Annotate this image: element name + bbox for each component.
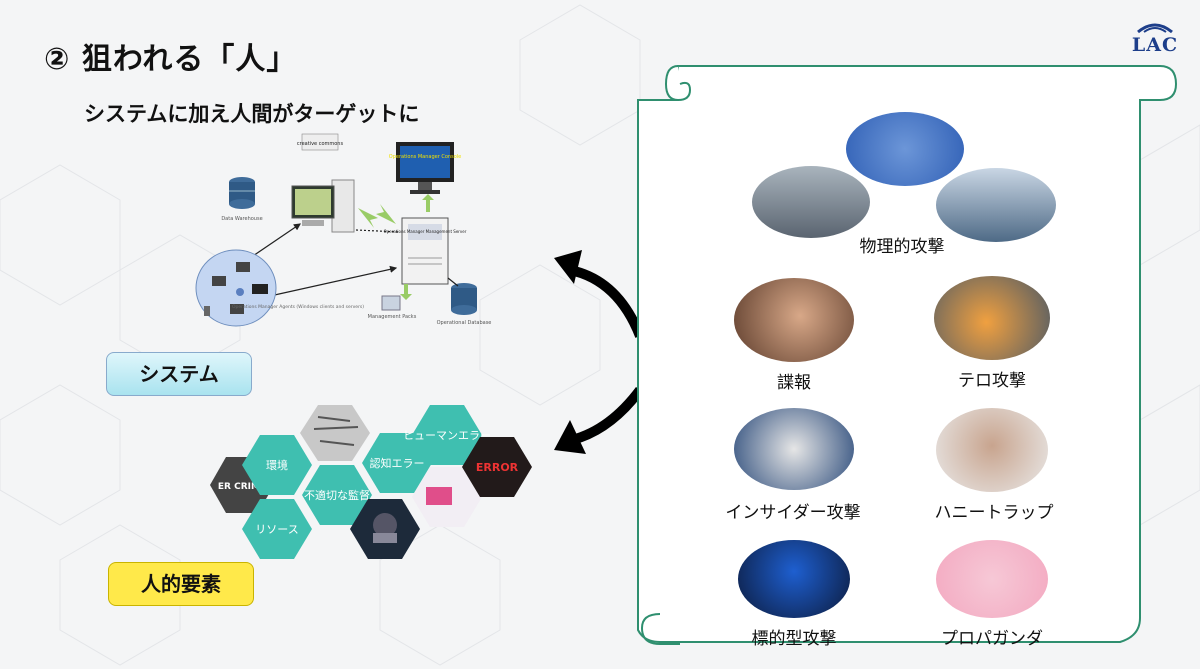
operational-database-label: Operational Database (437, 320, 492, 326)
logo-text: LAC (1131, 34, 1179, 56)
slide-title: ② 狙われる「人」 (44, 42, 298, 77)
human-factors-hex-cluster: ER CRIME 環境 リソース 不適切な監督 認知エラー ヒューマンエラー E… (210, 405, 532, 559)
hex-resources-text: リソース (255, 523, 298, 536)
hex-inadequate-supervision: 不適切な監督 (302, 465, 372, 525)
system-network-diagram: creative commons Data Warehouse Operatio… (195, 133, 492, 327)
curved-arrows (554, 250, 645, 454)
espionage-image (734, 278, 854, 362)
physical-attack-image-jets (846, 112, 964, 186)
caption-propaganda: プロパガンダ (941, 629, 1043, 649)
hex-cognitive-error: 認知エラー (362, 433, 432, 493)
data-warehouse-label: Data Warehouse (221, 216, 262, 222)
human-factors-label-box: 人的要素 (108, 562, 254, 606)
sync-arrows-icon (358, 204, 396, 228)
agents-label: Operations Manager Agents (Windows clien… (232, 304, 364, 310)
caption-honeytrap: ハニートラップ (934, 503, 1054, 523)
honeytrap-image (936, 408, 1048, 492)
up-arrow-icon (422, 194, 434, 212)
caption-espionage: 諜報 (777, 373, 811, 393)
propaganda-image (936, 540, 1048, 618)
caption-insider-attack: インサイダー攻撃 (725, 503, 861, 523)
insider-attack-image (734, 408, 854, 490)
slide-subtitle: システムに加え人間がターゲットに (84, 102, 420, 126)
management-server-icon (401, 217, 449, 285)
reporting-server-icon (291, 179, 355, 233)
targeted-attack-image (738, 540, 850, 618)
hex-phishing-image (412, 467, 482, 527)
operational-database-icon (451, 283, 477, 315)
hex-error-text: ERROR (476, 461, 519, 474)
lac-logo-icon (1137, 23, 1173, 34)
server-main-label: Operations Manager Management Server (384, 229, 467, 234)
hex-environment-text: 環境 (266, 458, 288, 472)
hex-error-image: ERROR (462, 437, 532, 497)
hex-noise-image (300, 405, 370, 461)
system-label-box: システム (106, 352, 252, 396)
hex-resources: リソース (242, 499, 312, 559)
agents-network-icon (195, 249, 277, 327)
hex-environment: 環境 (242, 435, 312, 495)
arrow-to-human-icon (570, 386, 644, 445)
caption-physical-attack: 物理的攻撃 (859, 237, 945, 257)
operations-console-icon (396, 142, 454, 194)
management-packs-label: Management Packs (368, 314, 417, 320)
caption-terror-attack: テロ攻撃 (958, 371, 1026, 391)
terror-attack-image (934, 276, 1050, 360)
caption-targeted-attack: 標的型攻撃 (751, 629, 837, 649)
hex-er-crime-text: ER CRIME (218, 482, 266, 492)
hex-supervision-text: 不適切な監督 (304, 488, 370, 502)
hex-human-error: ヒューマンエラー (403, 405, 491, 465)
physical-attack-image-tanks (752, 166, 870, 238)
hex-human-error-text: ヒューマンエラー (403, 429, 491, 442)
creative-commons-badge: creative commons (297, 133, 344, 151)
console-label: Operations Manager Console (389, 154, 461, 160)
management-packs-icon (381, 284, 412, 311)
arrow-to-system-icon (568, 265, 645, 338)
hex-cognitive-error-text: 認知エラー (370, 456, 425, 470)
physical-attack-image-ship (936, 168, 1056, 242)
cc-badge-text: creative commons (297, 141, 344, 147)
hex-hacker-image (350, 499, 420, 559)
data-warehouse-icon (229, 177, 255, 209)
